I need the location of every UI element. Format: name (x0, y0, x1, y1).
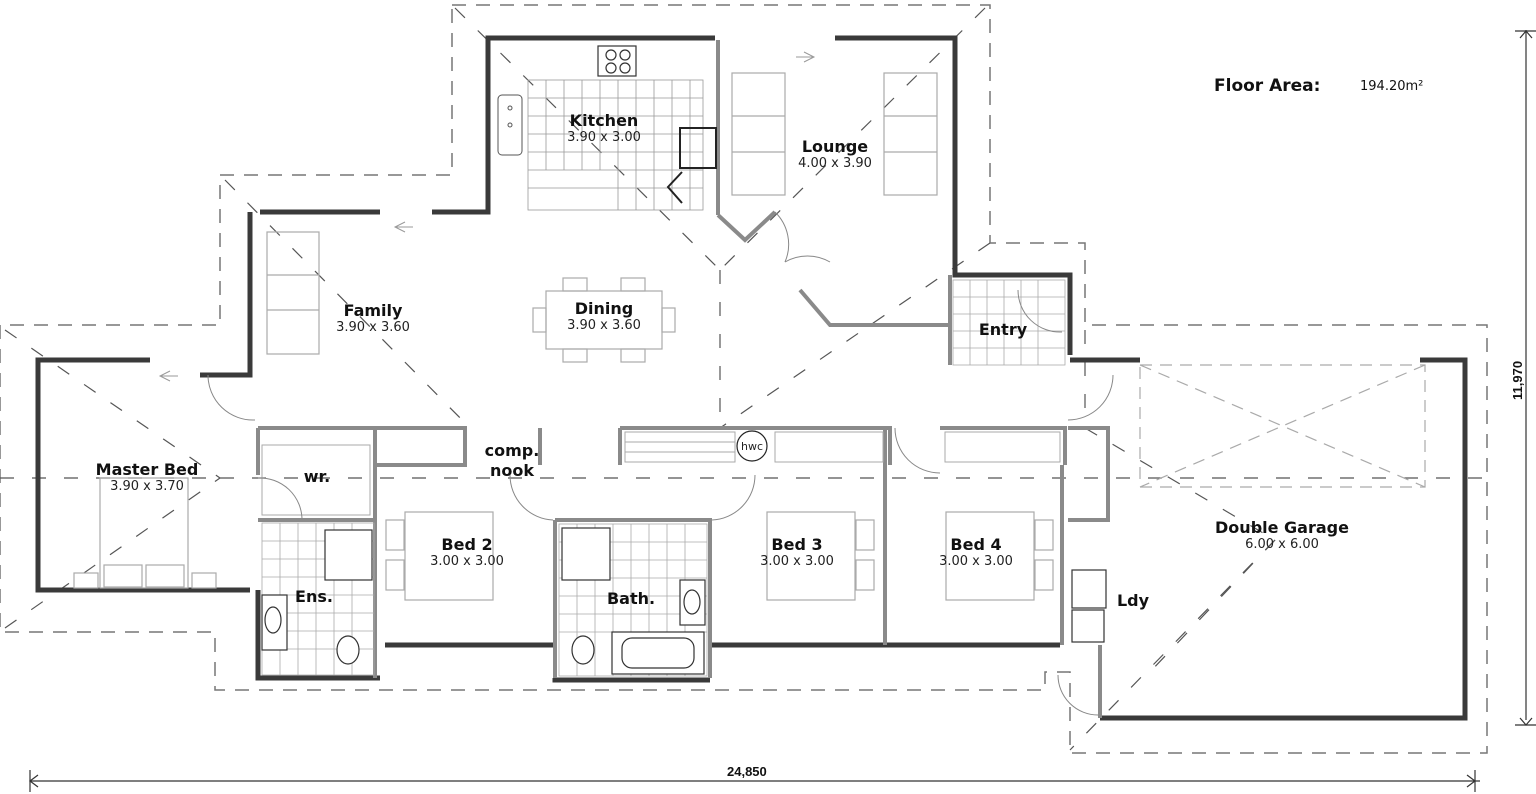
kitchen-tile-grid (527, 79, 704, 211)
room-name: Bed 4 (950, 535, 1002, 554)
dimension-lines (29, 30, 1536, 792)
wardrobes (261, 431, 1061, 516)
interior-walls (256, 40, 1110, 718)
door-swings (207, 211, 1114, 716)
room-size: 3.90 x 3.00 (567, 130, 641, 145)
bedroom-beds (385, 511, 1054, 601)
room-name: Family (343, 301, 403, 320)
room-size: 3.90 x 3.60 (336, 320, 410, 335)
room-size: 3.90 x 3.60 (567, 318, 641, 333)
room-name: Master Bed (95, 460, 199, 479)
room-double-garage: Double Garage 6.00 x 6.00 (1215, 519, 1349, 553)
hot-water-cylinder (736, 430, 768, 462)
room-wr: wr. (304, 468, 330, 486)
room-name: Bath. (606, 589, 656, 608)
overall-width-dimension: 24,850 (727, 764, 767, 779)
room-name: Kitchen (569, 111, 639, 130)
room-name: Dining (574, 299, 634, 318)
garage-door-swing (1139, 364, 1426, 488)
room-family: Family 3.90 x 3.60 (336, 302, 410, 336)
room-name: comp. nook (484, 441, 540, 480)
room-entry: Entry (979, 321, 1027, 339)
entry-tiles (952, 279, 1066, 366)
room-size: 3.90 x 3.70 (110, 479, 184, 494)
bathroom-fixtures (261, 527, 706, 675)
room-ensuite: Ens. (295, 588, 333, 606)
room-comp-nook: comp. nook (485, 422, 540, 500)
room-bed-4: Bed 4 3.00 x 3.00 (939, 536, 1013, 570)
room-dining: Dining 3.90 x 3.60 (567, 300, 641, 334)
hwc-label: hwc (741, 440, 763, 453)
floor-area-value: 194.20m² (1360, 79, 1424, 94)
laundry-fixtures (1071, 569, 1107, 643)
cooktop (597, 45, 637, 77)
overall-depth-dimension: 11,970 (1510, 360, 1525, 400)
room-name: Bed 2 (441, 535, 493, 554)
room-kitchen: Kitchen 3.90 x 3.00 (567, 112, 641, 146)
room-size: 3.00 x 3.00 (760, 554, 834, 569)
room-laundry: Ldy (1117, 592, 1149, 610)
room-size: 3.00 x 3.00 (430, 554, 504, 569)
room-name: Ldy (1116, 591, 1150, 610)
room-bed-3: Bed 3 3.00 x 3.00 (760, 536, 834, 570)
exterior-walls (35, 35, 1468, 721)
room-name: Ens. (295, 587, 333, 606)
room-bath: Bath. (607, 590, 655, 608)
floor-area-label: Floor Area: (1214, 76, 1321, 96)
lounge-sofas (731, 72, 938, 196)
room-name: Lounge (801, 137, 869, 156)
room-name: Bed 3 (771, 535, 823, 554)
room-lounge: Lounge 4.00 x 3.90 (798, 138, 872, 172)
room-name: wr. (303, 467, 331, 486)
fridge (666, 127, 717, 204)
room-size: 6.00 x 6.00 (1245, 537, 1319, 552)
room-bed-2: Bed 2 3.00 x 3.00 (430, 536, 504, 570)
room-size: 4.00 x 3.90 (798, 156, 872, 171)
slider-arrows (158, 51, 816, 382)
family-sofa (266, 231, 320, 355)
kitchen-sink (497, 94, 523, 156)
room-master-bed: Master Bed 3.90 x 3.70 (96, 461, 199, 495)
roof-outline (0, 4, 1488, 754)
room-name: Entry (978, 320, 1028, 339)
room-name: Double Garage (1215, 518, 1349, 537)
roof-hip-lines (0, 7, 1485, 751)
dining-table (532, 277, 676, 363)
room-size: 3.00 x 3.00 (939, 554, 1013, 569)
master-bed-furniture (73, 477, 217, 589)
